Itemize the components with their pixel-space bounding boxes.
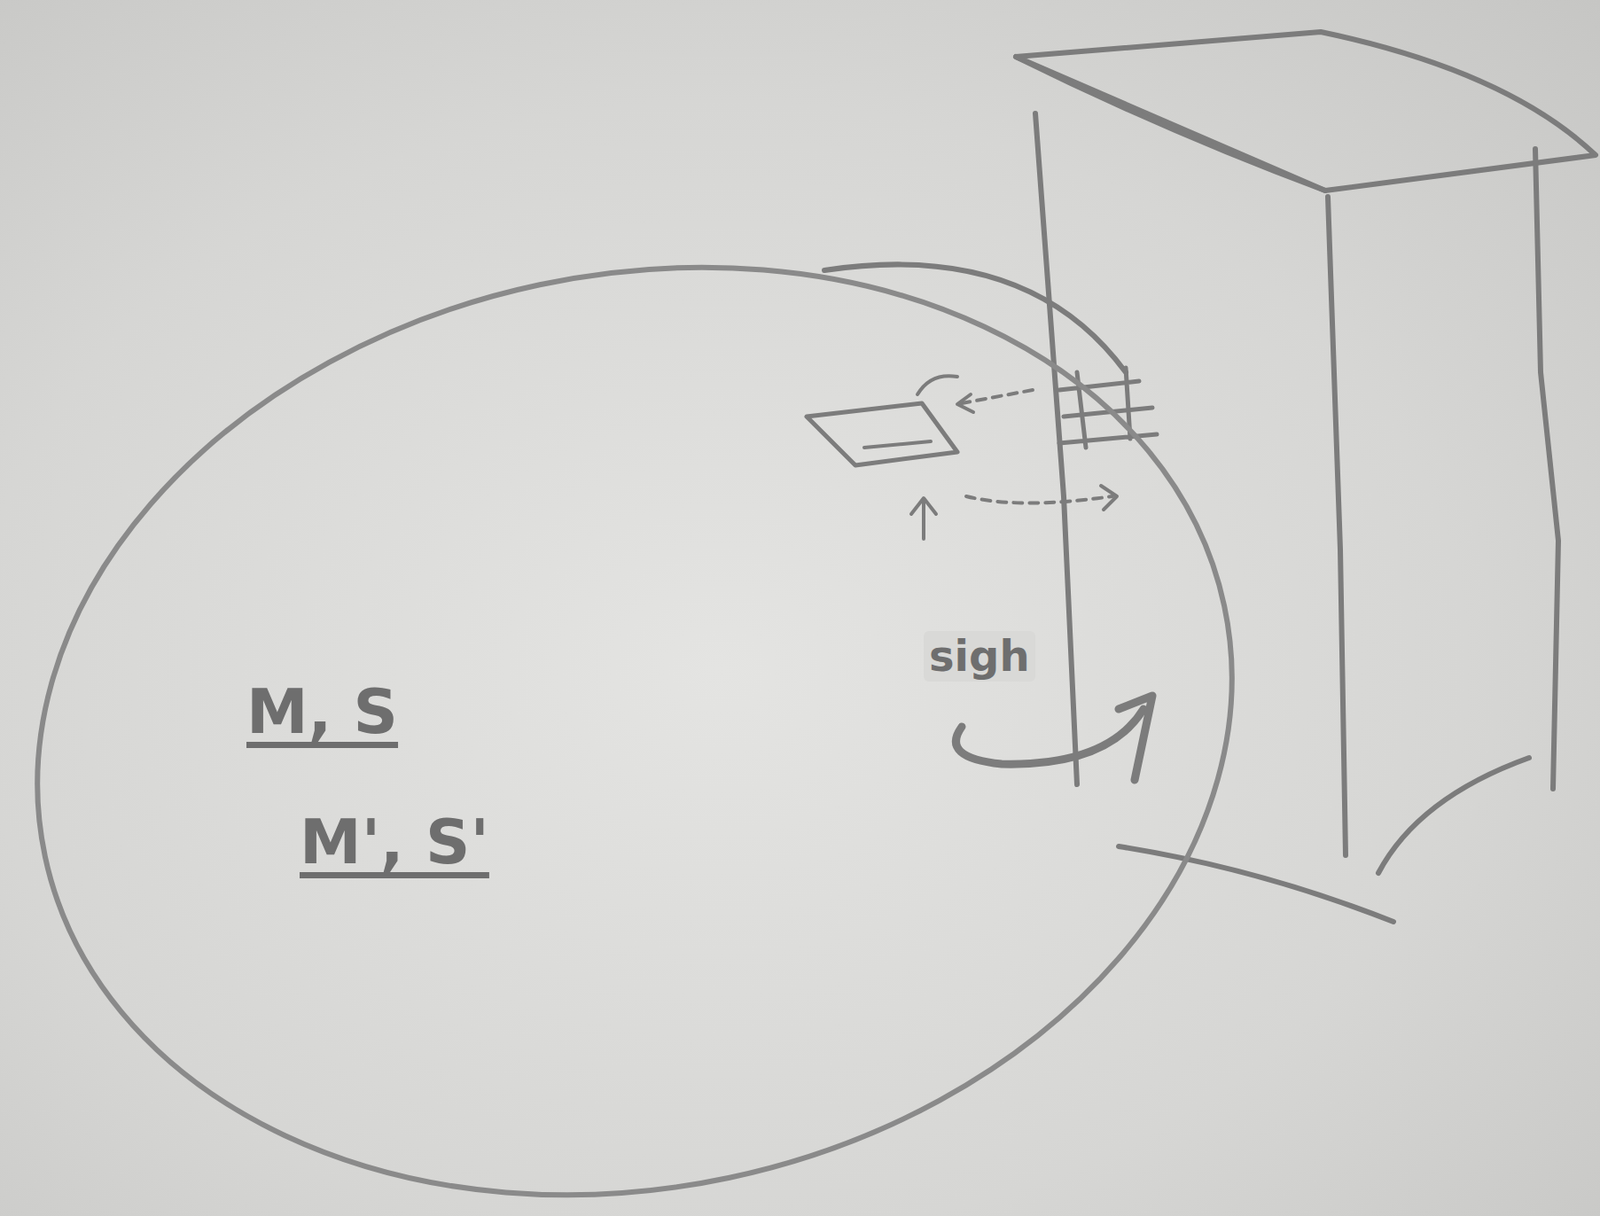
arrow-head [1100, 485, 1117, 510]
ellipse-region: M, S M', S' sigh [17, 212, 1259, 1206]
prism-edge [1535, 148, 1559, 789]
flap-symbol [917, 375, 958, 395]
variable-label: M, S [246, 678, 399, 761]
arrow-symbol [911, 498, 937, 539]
ellipse-outline [17, 212, 1259, 1206]
dashed-arrow [961, 390, 1033, 404]
prism-edge [1378, 757, 1530, 874]
arrow-head [957, 394, 974, 413]
flap-symbol [864, 441, 931, 448]
note-label: sigh [923, 631, 1036, 682]
rotation-arrow [955, 709, 1144, 765]
ellipse-outline [17, 212, 1259, 1206]
prism-edge [1327, 196, 1346, 856]
prism-edge [1118, 846, 1394, 922]
prism-edge [1035, 113, 1078, 785]
prism-edge [1015, 56, 1326, 191]
flap-symbol [806, 403, 958, 466]
prism-top [1015, 31, 1596, 191]
dashed-arrow [966, 496, 1113, 504]
variable-label: M', S' [299, 808, 490, 891]
arrow-head [1118, 695, 1153, 781]
arc-line [824, 264, 1126, 373]
